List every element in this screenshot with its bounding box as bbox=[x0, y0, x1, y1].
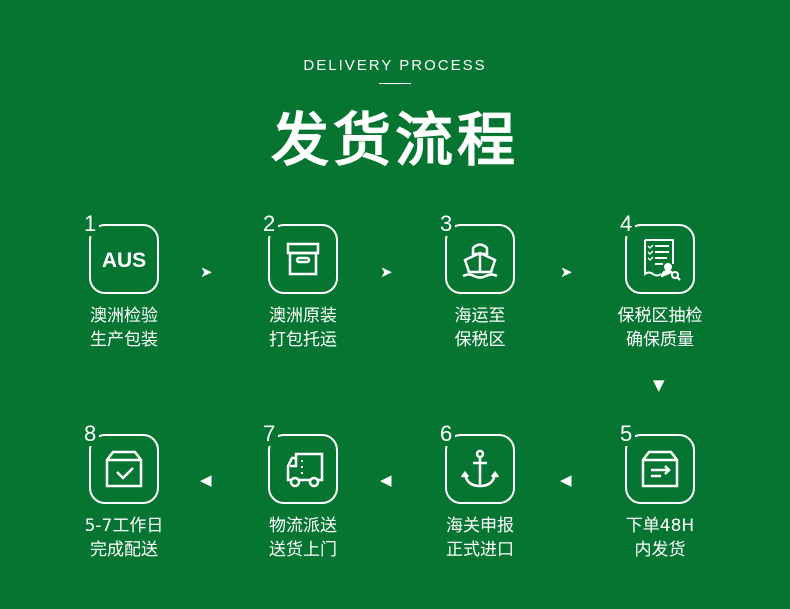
step-label: 澳洲检验 bbox=[90, 306, 158, 326]
step-8: 8 5-7工作日完成配送 bbox=[44, 422, 204, 562]
step-label: 物流派送 bbox=[269, 516, 337, 536]
step-label: 5-7工作日 bbox=[84, 516, 164, 536]
arrow-left-icon: ◀ bbox=[560, 471, 572, 489]
arrow-left-icon: ◀ bbox=[380, 471, 392, 489]
box-icon bbox=[286, 242, 320, 276]
subtitle: DELIVERY PROCESS bbox=[303, 57, 487, 74]
shipping-box-icon bbox=[641, 450, 679, 488]
truck-icon bbox=[286, 452, 324, 488]
step-number: 3 bbox=[437, 212, 456, 236]
aus-icon: AUS bbox=[102, 249, 146, 272]
step-number: 5 bbox=[617, 422, 636, 446]
step-number: 6 bbox=[437, 422, 456, 446]
inspection-icon bbox=[644, 239, 681, 281]
ship-icon bbox=[462, 243, 498, 279]
step-7: 7 物流派送送货上门 bbox=[223, 422, 383, 562]
step-number: 1 bbox=[81, 212, 100, 236]
svg-text:AUS: AUS bbox=[102, 249, 146, 272]
arrow-right-icon: ➤ bbox=[200, 263, 213, 281]
step-label: 正式进口 bbox=[446, 540, 514, 560]
step-label: 保税区抽检 bbox=[617, 306, 703, 326]
step-label: 确保质量 bbox=[626, 330, 694, 350]
step-label: 完成配送 bbox=[90, 540, 158, 560]
step-label: 送货上门 bbox=[269, 540, 337, 560]
step-label: 下单48H bbox=[625, 516, 695, 536]
step-label: 澳洲原装 bbox=[269, 306, 337, 326]
step-4: 4 保税区抽检确保质量 bbox=[580, 212, 740, 352]
arrow-right-icon: ➤ bbox=[380, 263, 393, 281]
arrow-right-icon: ➤ bbox=[560, 263, 573, 281]
step-number: 8 bbox=[81, 422, 100, 446]
step-number: 4 bbox=[617, 212, 636, 236]
anchor-icon bbox=[461, 449, 499, 488]
step-6: 6 海关申报正式进口 bbox=[400, 422, 560, 562]
step-number: 7 bbox=[260, 422, 279, 446]
step-number: 2 bbox=[260, 212, 279, 236]
page-title: 发货流程 bbox=[270, 106, 519, 174]
step-label: 生产包装 bbox=[90, 330, 158, 350]
arrow-left-icon: ◀ bbox=[200, 471, 212, 489]
divider bbox=[379, 83, 411, 84]
step-1: 1 AUS 澳洲检验生产包装 bbox=[44, 212, 204, 352]
step-label: 海运至 bbox=[454, 306, 506, 326]
step-label: 打包托运 bbox=[269, 330, 337, 350]
arrow-down-icon: ▼ bbox=[653, 376, 665, 394]
step-2: 2 澳洲原装打包托运 bbox=[223, 212, 383, 352]
step-label: 海关申报 bbox=[446, 516, 514, 536]
delivered-box-icon bbox=[105, 450, 143, 488]
step-5: 5 下单48H 内发货 bbox=[580, 422, 740, 562]
step-3: 3 海运至保税区 bbox=[400, 212, 560, 352]
step-label: 内发货 bbox=[634, 540, 686, 560]
step-label: 保税区 bbox=[454, 330, 506, 350]
